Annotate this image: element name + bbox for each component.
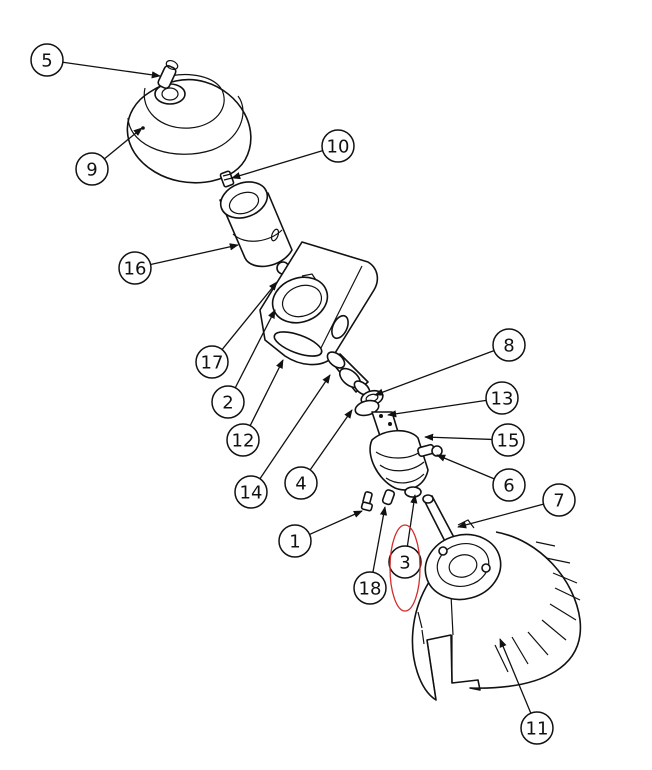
leader-line-5 bbox=[62, 61, 161, 79]
callout-3: 3 bbox=[388, 545, 422, 579]
part-14-nozzle bbox=[326, 351, 371, 396]
leader-line-11 bbox=[499, 638, 532, 714]
callout-8: 8 bbox=[492, 328, 526, 362]
leader-line-3 bbox=[406, 494, 418, 547]
leader-line-14 bbox=[259, 374, 331, 480]
callout-circle bbox=[321, 129, 355, 163]
part-15-valve-body bbox=[369, 429, 429, 498]
callout-10: 10 bbox=[321, 129, 355, 163]
callout-label: 13 bbox=[491, 389, 514, 410]
callout-circle bbox=[75, 152, 109, 186]
callout-circle bbox=[284, 466, 318, 500]
callout-circle bbox=[278, 524, 312, 558]
callout-4: 4 bbox=[284, 466, 318, 500]
leader-line-16 bbox=[150, 243, 239, 266]
part-11-impeller bbox=[411, 519, 582, 701]
part-5-top-fitting bbox=[154, 59, 186, 105]
callout-circle bbox=[542, 483, 576, 517]
callout-circle bbox=[485, 381, 519, 415]
callout-label: 9 bbox=[86, 160, 97, 181]
callout-label: 1 bbox=[289, 532, 300, 553]
callout-label: 5 bbox=[41, 51, 52, 72]
leader-line-18 bbox=[372, 506, 388, 573]
leader-line-10 bbox=[231, 150, 323, 180]
callout-balloons: 5 9 10 16 17 2 12 14 4 8 13 15 6 7 1 18 3 11 bbox=[30, 43, 576, 745]
part-18-clip bbox=[381, 489, 396, 506]
callout-circle bbox=[388, 545, 422, 579]
leader-lines bbox=[62, 61, 544, 714]
callout-label: 3 bbox=[399, 553, 410, 574]
callout-circle bbox=[492, 328, 526, 362]
leader-line-6 bbox=[436, 454, 495, 480]
callout-circle bbox=[234, 475, 268, 509]
leader-line-4 bbox=[309, 409, 353, 471]
part-9-motor-housing bbox=[126, 73, 252, 184]
callout-15: 15 bbox=[491, 423, 525, 457]
part-1-clip bbox=[360, 491, 373, 512]
callout-6: 6 bbox=[492, 468, 526, 502]
callout-circle bbox=[118, 251, 152, 285]
highlight-ellipse-part-3 bbox=[389, 524, 421, 612]
callout-16: 16 bbox=[118, 251, 152, 285]
part-16-coupling bbox=[219, 181, 293, 275]
impeller-blade-lines bbox=[417, 541, 581, 673]
callout-9: 9 bbox=[75, 152, 109, 186]
callout-label: 14 bbox=[240, 483, 263, 504]
callout-label: 7 bbox=[553, 491, 564, 512]
callout-circle bbox=[491, 423, 525, 457]
callout-circle bbox=[492, 468, 526, 502]
callout-label: 6 bbox=[503, 476, 514, 497]
leader-line-17 bbox=[221, 281, 278, 350]
leader-line-8 bbox=[374, 349, 495, 396]
callout-label: 18 bbox=[359, 579, 382, 600]
callout-circle bbox=[353, 571, 387, 605]
callout-circle bbox=[30, 43, 64, 77]
callout-label: 15 bbox=[497, 431, 520, 452]
leader-line-1 bbox=[309, 510, 363, 536]
part-13-shaft bbox=[371, 411, 399, 437]
callout-label: 17 bbox=[201, 353, 224, 374]
leader-line-15 bbox=[424, 433, 493, 441]
part-10-stud bbox=[219, 170, 235, 188]
callout-circle bbox=[226, 423, 260, 457]
callout-7: 7 bbox=[542, 483, 576, 517]
callout-label: 10 bbox=[327, 137, 350, 158]
callout-label: 16 bbox=[124, 259, 147, 280]
callout-label: 11 bbox=[526, 719, 549, 740]
callout-14: 14 bbox=[234, 475, 268, 509]
callout-18: 18 bbox=[353, 571, 387, 605]
callout-12: 12 bbox=[226, 423, 260, 457]
callout-circle bbox=[195, 345, 229, 379]
callout-label: 2 bbox=[222, 393, 233, 414]
leader-line-7 bbox=[457, 503, 544, 529]
callout-circle bbox=[520, 711, 554, 745]
callout-1: 1 bbox=[278, 524, 312, 558]
leader-line-13 bbox=[387, 399, 487, 418]
callout-circle bbox=[211, 385, 245, 419]
callout-11: 11 bbox=[520, 711, 554, 745]
callout-label: 12 bbox=[232, 431, 255, 452]
leader-line-12 bbox=[249, 359, 284, 426]
leader-line-9 bbox=[103, 127, 143, 160]
callout-13: 13 bbox=[485, 381, 519, 415]
callout-2: 2 bbox=[211, 385, 245, 419]
callout-label: 8 bbox=[503, 336, 514, 357]
callout-label: 4 bbox=[295, 474, 306, 495]
callout-5: 5 bbox=[30, 43, 64, 77]
leader-line-2 bbox=[234, 309, 276, 389]
callout-17: 17 bbox=[195, 345, 229, 379]
